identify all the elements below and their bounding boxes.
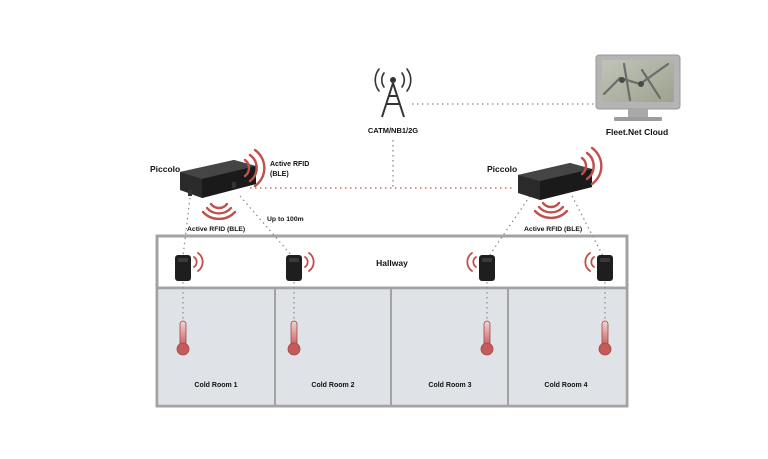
hallway-area <box>159 238 625 288</box>
signal-icon <box>304 252 315 272</box>
building <box>155 234 629 408</box>
tag-link <box>239 195 293 257</box>
signal-icon <box>466 252 477 272</box>
gateway-name: Piccolo <box>150 164 180 174</box>
signal-icon <box>201 202 237 221</box>
hallway-label: Hallway <box>376 258 408 268</box>
signal-icon <box>580 146 603 186</box>
tag-link <box>571 195 604 257</box>
gateway-device-icon <box>518 163 592 200</box>
gateway-left: Piccolo Active RFID (BLE) Active RFID (B… <box>150 148 309 233</box>
rfid-tag <box>286 252 315 281</box>
cold-room-label: Cold Room 3 <box>428 382 471 389</box>
radio-label: Active RFID (BLE) <box>524 226 582 233</box>
thermometer-icon <box>176 320 190 356</box>
cold-room-label: Cold Room 2 <box>311 382 354 389</box>
thermometer-icon <box>287 320 301 356</box>
signal-icon <box>533 201 569 220</box>
thermometer-icon <box>598 320 612 356</box>
gateway-right: Piccolo Active RFID (BLE) <box>487 146 603 233</box>
radio-label: Active RFID <box>270 161 309 168</box>
links <box>182 103 606 320</box>
cell-tower-icon <box>374 68 412 118</box>
cloud-label: Fleet.Net Cloud <box>606 127 668 137</box>
cold-room-label: Cold Room 1 <box>194 382 237 389</box>
map-icon <box>602 62 670 102</box>
monitor-icon <box>595 54 681 121</box>
radio-label: (BLE) <box>270 171 289 178</box>
range-label: Up to 100m <box>267 216 304 223</box>
gateway-device-icon <box>180 160 256 198</box>
tag-link <box>488 195 531 257</box>
tower-label: CATM/NB1/2G <box>368 126 418 135</box>
rfid-tag <box>584 252 613 281</box>
rfid-tag <box>175 252 204 281</box>
signal-icon <box>243 148 266 188</box>
hallway <box>159 238 625 288</box>
cold-room-label: Cold Room 4 <box>544 382 587 389</box>
radio-label: Active RFID (BLE) <box>187 226 245 233</box>
gateway-name: Piccolo <box>487 164 517 174</box>
rfid-tag <box>466 252 495 281</box>
signal-icon <box>584 252 595 272</box>
thermometer-icon <box>480 320 494 356</box>
signal-icon <box>193 252 204 272</box>
